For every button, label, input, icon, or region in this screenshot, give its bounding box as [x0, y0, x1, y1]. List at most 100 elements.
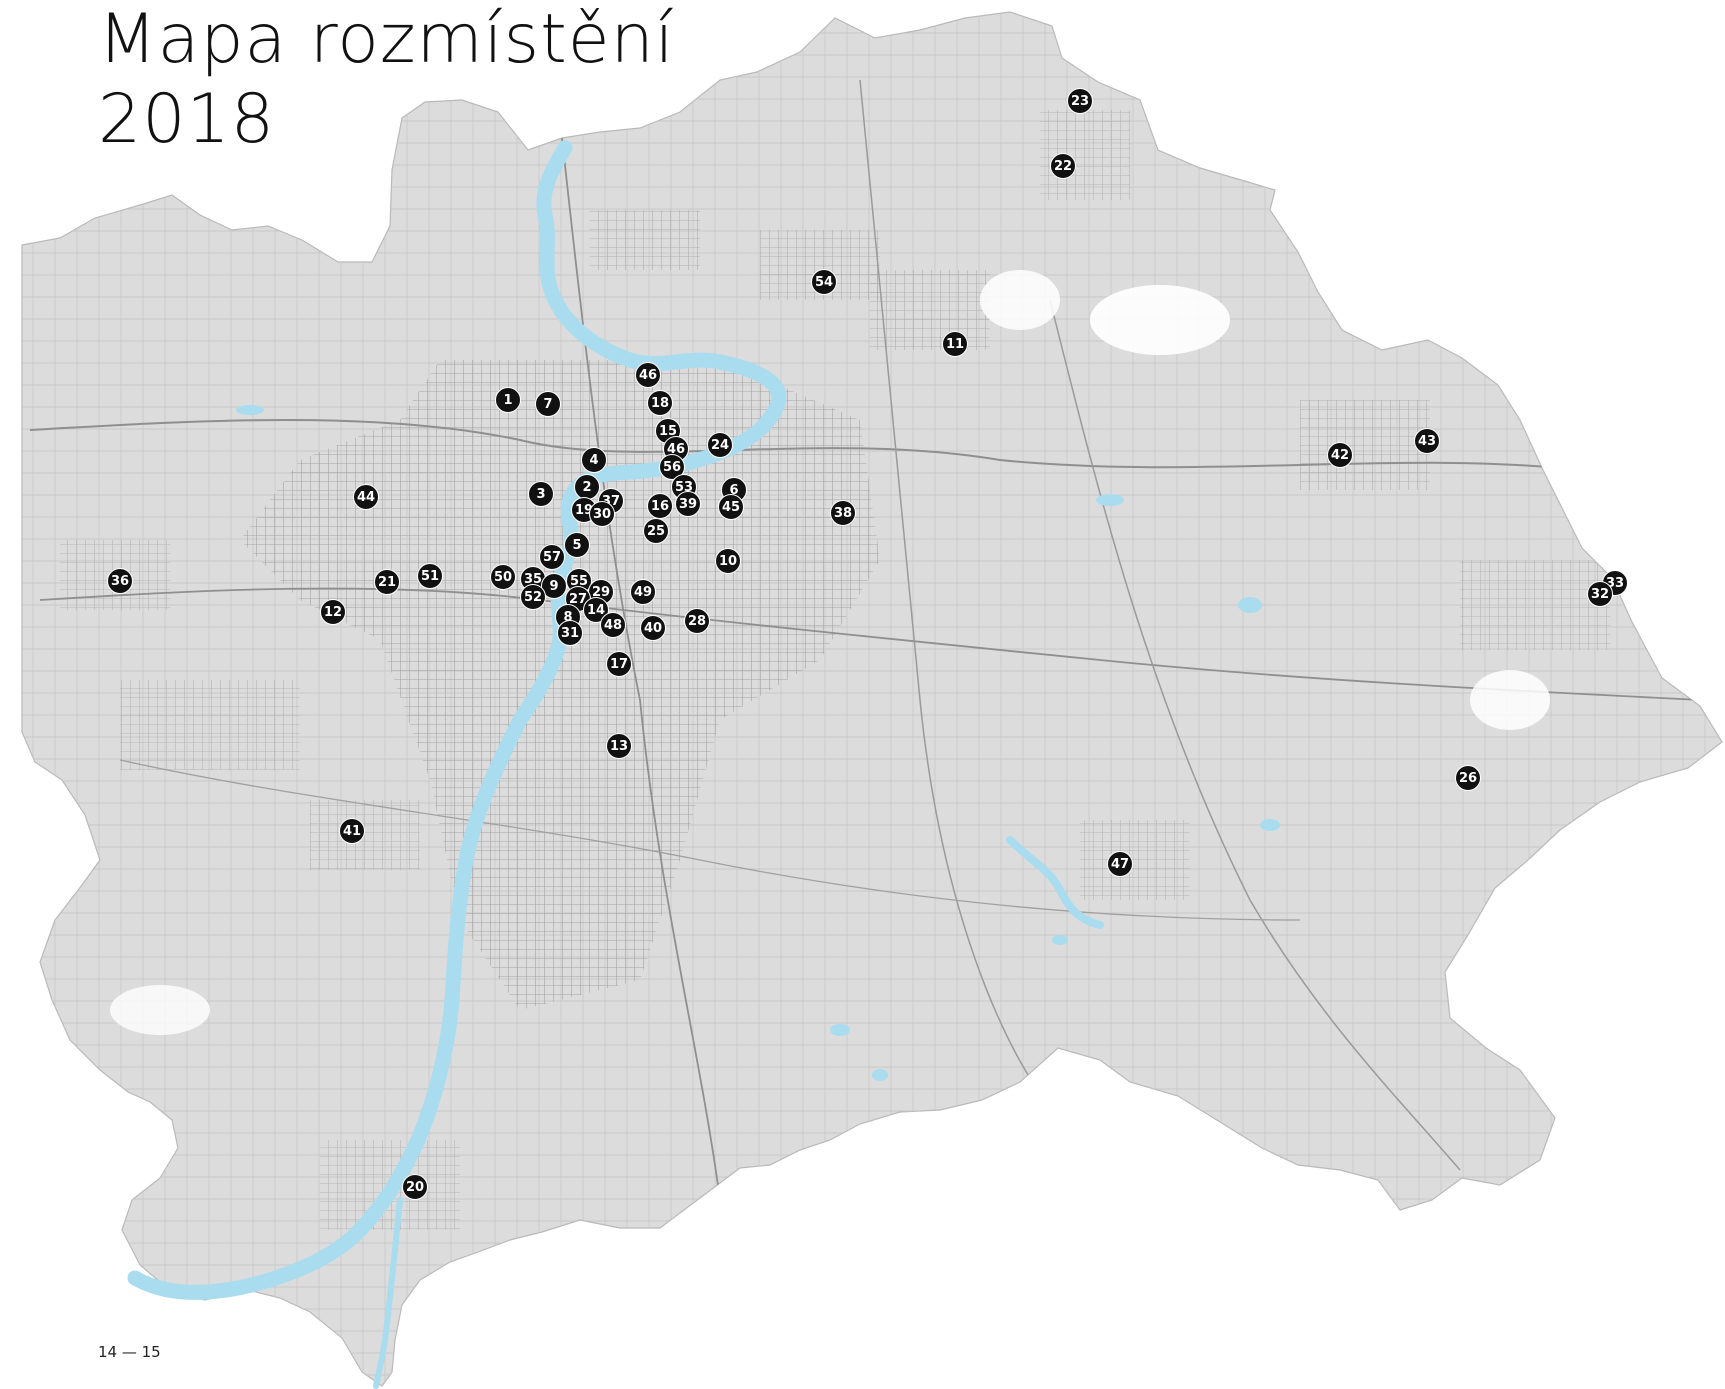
- marker-dot: [535, 391, 561, 417]
- location-marker[interactable]: 40: [640, 615, 666, 641]
- location-marker[interactable]: 22: [1050, 153, 1076, 179]
- marker-label: 9: [549, 579, 558, 594]
- location-marker[interactable]: 20: [402, 1174, 428, 1200]
- location-marker[interactable]: 17: [606, 651, 632, 677]
- marker-dot: [640, 615, 666, 641]
- location-marker[interactable]: 24: [707, 432, 733, 458]
- marker-label: 17: [610, 657, 628, 672]
- marker-dot: [417, 563, 443, 589]
- marker-label: 41: [343, 824, 361, 839]
- location-marker[interactable]: 9: [541, 573, 567, 599]
- location-marker[interactable]: 28: [684, 608, 710, 634]
- marker-label: 27: [569, 592, 587, 607]
- marker-dot: [715, 548, 741, 574]
- location-marker[interactable]: 57: [539, 544, 565, 570]
- location-marker[interactable]: 2: [574, 474, 600, 500]
- location-marker[interactable]: 38: [830, 500, 856, 526]
- marker-dot: [583, 597, 609, 623]
- marker-dot: [541, 573, 567, 599]
- location-marker[interactable]: 49: [630, 579, 656, 605]
- marker-label: 46: [667, 442, 685, 457]
- marker-label: 44: [357, 490, 375, 505]
- marker-dot: [707, 432, 733, 458]
- location-marker[interactable]: 12: [320, 599, 346, 625]
- location-marker[interactable]: 45: [718, 494, 744, 520]
- location-marker[interactable]: 36: [107, 568, 133, 594]
- marker-dot: [374, 569, 400, 595]
- location-marker[interactable]: 7: [535, 391, 561, 417]
- location-marker[interactable]: 1: [495, 387, 521, 413]
- marker-label: 24: [711, 438, 729, 453]
- marker-label: 8: [563, 610, 572, 625]
- marker-dot: [606, 733, 632, 759]
- location-marker[interactable]: 25: [643, 518, 669, 544]
- location-marker[interactable]: 41: [339, 818, 365, 844]
- marker-label: 30: [593, 507, 611, 522]
- location-marker[interactable]: 46: [635, 362, 661, 388]
- marker-label: 36: [111, 574, 129, 589]
- location-marker[interactable]: 44: [353, 484, 379, 510]
- marker-dot: [1067, 88, 1093, 114]
- location-marker[interactable]: 21: [374, 569, 400, 595]
- marker-dot: [495, 387, 521, 413]
- location-marker[interactable]: 14: [583, 597, 609, 623]
- title-line-1: Mapa rozmístění: [98, 0, 675, 79]
- location-marker[interactable]: 37: [598, 488, 624, 514]
- marker-dot: [830, 500, 856, 526]
- location-marker[interactable]: 26: [1455, 765, 1481, 791]
- marker-label: 15: [659, 424, 677, 439]
- location-marker[interactable]: 39: [675, 491, 701, 517]
- marker-dot: [647, 390, 673, 416]
- location-marker[interactable]: 18: [647, 390, 673, 416]
- marker-label: 16: [651, 499, 669, 514]
- marker-label: 14: [587, 603, 605, 618]
- marker-label: 57: [543, 550, 561, 565]
- marker-label: 26: [1459, 771, 1477, 786]
- marker-dot: [600, 612, 626, 638]
- location-marker[interactable]: 10: [715, 548, 741, 574]
- marker-dot: [643, 518, 669, 544]
- location-marker[interactable]: 23: [1067, 88, 1093, 114]
- location-marker[interactable]: 56: [659, 454, 685, 480]
- location-marker[interactable]: 31: [557, 620, 583, 646]
- location-marker[interactable]: 3: [528, 481, 554, 507]
- location-marker[interactable]: 42: [1327, 442, 1353, 468]
- marker-label: 13: [610, 739, 628, 754]
- location-marker[interactable]: 13: [606, 733, 632, 759]
- marker-label: 46: [639, 368, 657, 383]
- location-marker[interactable]: 50: [490, 564, 516, 590]
- location-marker[interactable]: 32: [1587, 581, 1613, 607]
- marker-dot: [557, 620, 583, 646]
- page-title: Mapa rozmístění 2018: [98, 0, 675, 160]
- marker-dot: [659, 454, 685, 480]
- location-marker[interactable]: 51: [417, 563, 443, 589]
- location-marker[interactable]: 5: [564, 532, 590, 558]
- location-marker[interactable]: 47: [1107, 851, 1133, 877]
- title-line-2: 2018: [98, 80, 276, 159]
- marker-label: 55: [570, 574, 588, 589]
- marker-dot: [630, 579, 656, 605]
- location-marker[interactable]: 4: [581, 447, 607, 473]
- location-marker[interactable]: 16: [647, 493, 673, 519]
- location-marker[interactable]: 35: [520, 566, 546, 592]
- marker-dot: [353, 484, 379, 510]
- marker-label: 48: [604, 618, 622, 633]
- marker-label: 56: [663, 460, 681, 475]
- marker-dot: [647, 493, 673, 519]
- marker-dot: [718, 494, 744, 520]
- location-marker[interactable]: 30: [589, 501, 615, 527]
- location-marker[interactable]: 54: [811, 269, 837, 295]
- location-marker[interactable]: 48: [600, 612, 626, 638]
- marker-dot: [320, 599, 346, 625]
- marker-label: 1: [503, 393, 512, 408]
- marker-label: 45: [722, 500, 740, 515]
- location-marker[interactable]: 52: [520, 584, 546, 610]
- location-marker[interactable]: 43: [1414, 428, 1440, 454]
- location-marker[interactable]: 11: [942, 331, 968, 357]
- marker-label: 18: [651, 396, 669, 411]
- marker-label: 10: [719, 554, 737, 569]
